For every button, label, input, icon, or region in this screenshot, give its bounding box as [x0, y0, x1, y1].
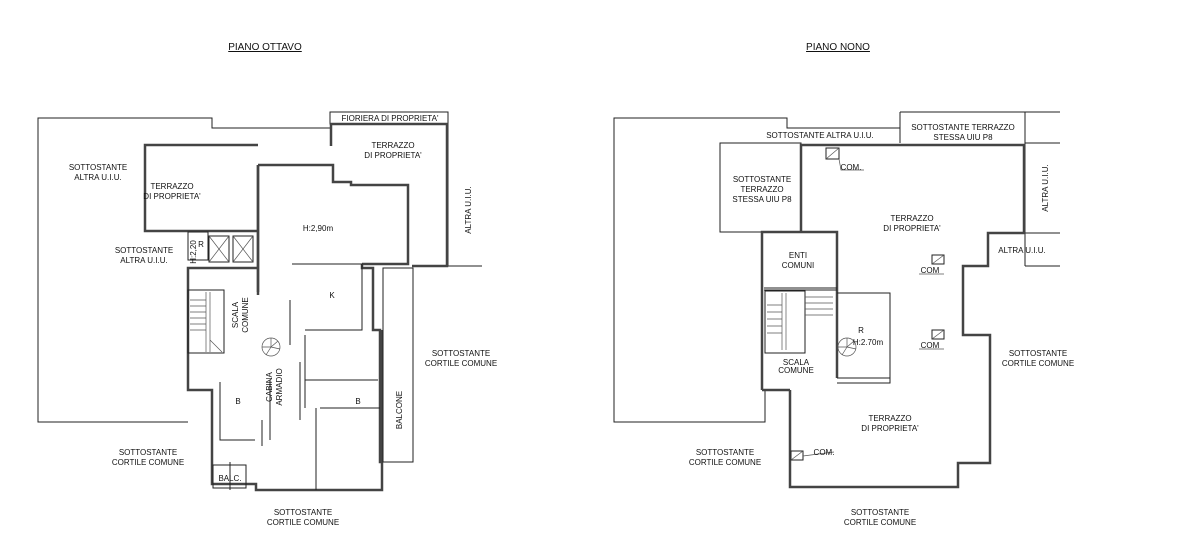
label-cortile-comune: CORTILE COMUNE — [267, 518, 339, 527]
label-com: COM. — [841, 163, 862, 172]
label-comuni: COMUNI — [782, 261, 814, 270]
label-stessa-uiu: STESSA UIU P8 — [732, 195, 792, 204]
label-stessa-uiu: STESSA UIU P8 — [933, 133, 993, 142]
label-altra-uiu: ALTRA U.I.U. — [998, 246, 1045, 255]
label-cortile-comune: CORTILE COMUNE — [425, 359, 497, 368]
staircase-icon — [764, 290, 833, 354]
interior-walls — [764, 287, 891, 384]
label-sottostante: SOTTOSTANTE — [115, 246, 173, 255]
label-cabina: CABINA — [265, 371, 274, 401]
label-cortile-comune: CORTILE COMUNE — [844, 518, 916, 527]
vent-icon — [790, 147, 945, 461]
label-room-r: R — [858, 326, 864, 335]
label-com: COM — [921, 341, 940, 350]
label-scala: SCALA — [231, 301, 240, 328]
enti-comuni-wall — [760, 230, 839, 392]
label-di-proprieta: DI PROPRIETA' — [143, 192, 201, 201]
label-sottostante: SOTTOSTANTE — [274, 508, 332, 517]
label-comune: COMUNE — [241, 297, 250, 333]
label-cortile-comune: CORTILE COMUNE — [689, 458, 761, 467]
label-ceiling-height: H:2,90m — [303, 224, 334, 233]
apartment-outer-wall — [186, 264, 384, 492]
label-com: COM. — [814, 448, 835, 457]
label-comune: COMUNE — [778, 366, 814, 375]
label-com: COM — [921, 266, 940, 275]
label-terrazzo: TERRAZZO — [868, 414, 911, 423]
plan-title: PIANO NONO — [806, 42, 870, 53]
label-altra-uiu: ALTRA U.I.U. — [120, 256, 167, 265]
small-balcony-outline — [212, 464, 247, 489]
plan-eighth-floor: PIANO OTTAVO SOTTOSTANTE ALTRA U.I.U. TE… — [37, 42, 497, 527]
label-cortile-comune: CORTILE COMUNE — [112, 458, 184, 467]
right-terrace-wall — [329, 122, 449, 268]
label-altra-uiu: ALTRA U.I.U. — [464, 186, 473, 233]
label-altra-uiu: ALTRA U.I.U. — [1041, 164, 1050, 211]
label-balc: BALC. — [218, 474, 241, 483]
label-terrazzo: TERRAZZO — [150, 182, 193, 191]
label-altra-uiu: SOTTOSTANTE ALTRA U.I.U. — [766, 131, 874, 140]
label-sottostante-terrazzo: SOTTOSTANTE TERRAZZO — [911, 123, 1015, 132]
label-cortile-comune: CORTILE COMUNE — [1002, 359, 1074, 368]
label-terrazzo: TERRAZZO — [371, 141, 414, 150]
label-sottostante: SOTTOSTANTE — [696, 448, 754, 457]
label-sottostante: SOTTOSTANTE — [432, 349, 490, 358]
label-terrazzo: TERRAZZO — [740, 185, 783, 194]
terrace-outer-wall — [788, 143, 1026, 489]
label-ceiling-height: H:2.70m — [853, 338, 884, 347]
living-room-wall — [256, 163, 410, 295]
label-balcone: BALCONE — [395, 391, 404, 429]
label-enti: ENTI — [789, 251, 807, 260]
staircase-icon — [187, 289, 225, 354]
label-altra-uiu: ALTRA U.I.U. — [74, 173, 121, 182]
label-sottostante: SOTTOSTANTE — [119, 448, 177, 457]
label-terrazzo: TERRAZZO — [890, 214, 933, 223]
label-kitchen: K — [329, 291, 335, 300]
label-sottostante: SOTTOSTANTE — [851, 508, 909, 517]
label-room-r: R — [198, 240, 204, 249]
label-scala: SCALA — [783, 358, 810, 367]
label-sottostante: SOTTOSTANTE — [69, 163, 127, 172]
plan-ninth-floor: PIANO NONO SOTTOSTANTE ALTRA U.I.U. SOTT… — [613, 42, 1074, 527]
spiral-stair-icon — [837, 337, 857, 357]
plan-title: PIANO OTTAVO — [228, 42, 302, 53]
label-ceiling-height: H:2,20 — [189, 240, 198, 264]
spiral-stair-icon — [261, 337, 281, 357]
label-fioriera: FIORIERA DI PROPRIETA' — [342, 114, 439, 123]
left-terrace-wall — [143, 143, 258, 233]
neighbour-unit-outline — [37, 117, 330, 423]
label-sottostante: SOTTOSTANTE — [733, 175, 791, 184]
label-sottostante: SOTTOSTANTE — [1009, 349, 1067, 358]
label-bathroom: B — [355, 397, 360, 406]
label-bathroom: B — [235, 397, 240, 406]
label-di-proprieta: DI PROPRIETA' — [364, 151, 422, 160]
label-di-proprieta: DI PROPRIETA' — [883, 224, 941, 233]
lift-icon — [208, 235, 254, 263]
neighbour-unit-outline — [613, 117, 900, 423]
storage-room-outline — [187, 231, 209, 261]
balcony-outline — [382, 267, 414, 463]
label-di-proprieta: DI PROPRIETA' — [861, 424, 919, 433]
label-armadio: ARMADIO — [275, 368, 284, 405]
interior-walls — [219, 263, 380, 490]
